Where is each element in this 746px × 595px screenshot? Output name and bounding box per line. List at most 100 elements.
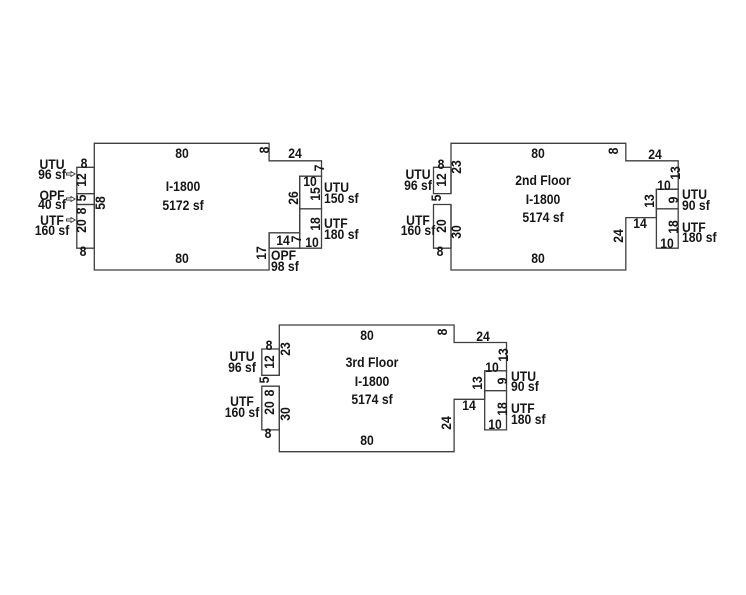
- dim-label: 5: [256, 376, 273, 384]
- area-label: 90 sf: [510, 378, 539, 395]
- third-floor-utu-left-box: [261, 348, 280, 376]
- area-label: UTU: [682, 186, 708, 203]
- dim-label: 8: [73, 207, 90, 215]
- dim-label: 9: [493, 377, 510, 385]
- dim-label: 23: [448, 160, 465, 174]
- dim-label: 30: [448, 225, 465, 239]
- dim-label: 24: [438, 416, 454, 431]
- area-label: 150 sf: [324, 189, 359, 206]
- dim-label: 20: [261, 401, 278, 415]
- first-floor-utf-left-box: [76, 203, 95, 249]
- area-label: UTU: [510, 367, 536, 384]
- area-label: 160 sf: [224, 403, 259, 420]
- dim-label: 8: [265, 337, 273, 354]
- dim-label: 80: [531, 250, 546, 266]
- dim-label: 7: [311, 164, 328, 172]
- dim-label: 18: [307, 216, 323, 231]
- plan-title-line: 3rd Floor: [345, 354, 399, 371]
- dim-label: 5: [72, 194, 89, 202]
- plan-title-line: 5172 sf: [162, 196, 204, 213]
- dim-label: 80: [174, 145, 189, 162]
- plan-title-line: I-1800: [354, 372, 390, 389]
- dim-label: 20: [73, 219, 90, 234]
- dim-label: 10: [657, 177, 671, 194]
- area-label: 96 sf: [404, 177, 433, 193]
- area-label: 90 sf: [682, 196, 710, 213]
- dim-label: 18: [493, 402, 510, 416]
- area-label: 160 sf: [401, 222, 436, 238]
- plan-title-line: I-1800: [525, 190, 561, 207]
- dim-label: 10: [485, 359, 500, 375]
- area-label: 180 sf: [510, 410, 546, 427]
- dim-label: 18: [665, 220, 682, 234]
- dim-label: 24: [476, 327, 490, 344]
- leader-arrow-icon: [65, 170, 76, 178]
- dim-label: 15: [307, 186, 323, 201]
- third-floor-utf-left-box: [261, 385, 280, 431]
- dim-label: 13: [641, 194, 657, 209]
- dim-label: 10: [488, 416, 502, 433]
- area-label: OPF: [271, 247, 297, 264]
- third-floor-utf-right-box: [484, 389, 508, 431]
- dim-label: 8: [264, 424, 272, 441]
- dim-label: 24: [288, 144, 303, 161]
- dim-label: 80: [359, 431, 374, 448]
- area-label: 180 sf: [682, 228, 717, 245]
- plan-title-line: 5174 sf: [522, 209, 564, 226]
- area-label: UTU: [405, 166, 431, 183]
- second-floor-utf-right-box: [655, 208, 679, 249]
- dim-label: 10: [660, 234, 674, 251]
- dim-label: 12: [432, 173, 449, 188]
- plan-title-line: I-1800: [165, 177, 201, 194]
- area-label: UTF: [406, 211, 431, 228]
- dim-label: 13: [469, 376, 486, 390]
- area-label: UTF: [682, 218, 706, 235]
- dim-label: 8: [256, 146, 273, 153]
- dim-label: 7: [288, 235, 305, 243]
- area-label: UTF: [324, 215, 349, 232]
- dim-label: 10: [305, 234, 319, 251]
- dim-label: 8: [433, 328, 450, 336]
- dim-label: 8: [436, 243, 443, 259]
- dim-label: 80: [174, 250, 189, 266]
- leader-arrow-icon: [65, 195, 76, 202]
- area-label: 96 sf: [227, 358, 256, 375]
- dim-label: 5: [428, 194, 445, 202]
- first-floor-opf-right-box: [268, 232, 301, 249]
- dim-label: 23: [276, 342, 293, 356]
- area-label: UTU: [324, 178, 350, 195]
- area-label: UTU: [228, 348, 255, 364]
- dim-label: 20: [432, 219, 449, 234]
- dim-label: 8: [437, 155, 444, 172]
- area-label: 40 sf: [38, 196, 66, 212]
- area-label: 180 sf: [324, 226, 359, 242]
- dim-label: 14: [461, 396, 476, 413]
- area-label: UTF: [510, 400, 535, 417]
- dim-label: 80: [531, 145, 546, 162]
- dim-label: 14: [633, 214, 647, 231]
- dim-label: 8: [605, 147, 622, 154]
- area-label: UTF: [229, 393, 254, 410]
- dim-label: 24: [647, 145, 662, 162]
- leader-arrow-icon: [65, 216, 76, 223]
- area-label: 98 sf: [271, 258, 299, 275]
- plan-title-line: 5174 sf: [351, 390, 393, 407]
- area-label: OPF: [39, 187, 65, 204]
- dim-label: 24: [609, 229, 626, 243]
- second-floor-utu-left-box: [432, 166, 452, 195]
- second-floor-utf-left-box: [432, 203, 452, 249]
- area-label: UTU: [39, 156, 65, 173]
- plan-title-line: 2nd Floor: [515, 172, 571, 189]
- dim-label: 80: [359, 327, 374, 344]
- dim-label: 8: [261, 389, 278, 396]
- dim-label: 30: [276, 407, 293, 421]
- dim-label: 17: [252, 245, 269, 260]
- dim-label: 12: [261, 355, 278, 369]
- dim-label: 58: [91, 196, 108, 210]
- dim-label: 26: [285, 191, 302, 205]
- area-label: UTF: [40, 212, 64, 228]
- area-label: 160 sf: [34, 222, 70, 238]
- dim-label: 10: [303, 173, 317, 190]
